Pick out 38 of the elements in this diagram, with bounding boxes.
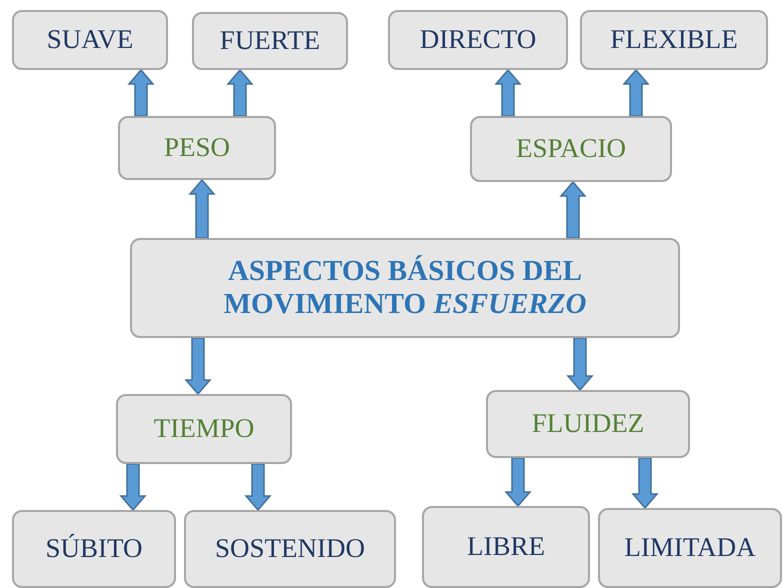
concept-box [388, 10, 568, 70]
node-label: SÚBITO [45, 533, 143, 565]
block-arrow [494, 68, 522, 117]
concept-box [580, 10, 768, 70]
concept-box [130, 238, 680, 338]
block-arrow [226, 68, 254, 117]
block-arrow [244, 463, 272, 512]
concept-box [598, 508, 782, 588]
node-label: FLUIDEZ [532, 408, 644, 440]
block-arrow [504, 457, 532, 508]
concept-box [192, 12, 348, 70]
node-label: TIEMPO [154, 413, 254, 445]
node-label: SUAVE [46, 24, 134, 56]
block-arrow [566, 337, 594, 392]
concept-box [12, 10, 168, 70]
node-label: SOSTENIDO [214, 533, 365, 565]
concept-box [118, 116, 276, 180]
node-label: FUERTE [220, 25, 320, 57]
concept-box [116, 394, 292, 464]
concept-box [470, 116, 672, 182]
concept-box [184, 510, 396, 588]
node-label: LIMITADA [624, 532, 756, 564]
node-label: FLEXIBLE [610, 24, 738, 56]
concept-box [486, 390, 690, 458]
block-arrow [631, 457, 659, 510]
block-arrow [184, 337, 212, 396]
node-label: DIRECTO [420, 24, 536, 56]
concept-box [12, 510, 176, 588]
block-arrow [119, 463, 147, 512]
node-label: ESPACIO [516, 133, 626, 165]
node-label: PESO [164, 132, 230, 164]
block-arrow [188, 178, 216, 239]
concept-box [422, 506, 590, 588]
block-arrow [127, 68, 155, 117]
node-label: LIBRE [467, 531, 545, 563]
block-arrow [559, 180, 587, 239]
title-text: ASPECTOS BÁSICOS DEL MOVIMIENTO ESFUERZO [222, 254, 588, 322]
block-arrow [622, 68, 650, 117]
